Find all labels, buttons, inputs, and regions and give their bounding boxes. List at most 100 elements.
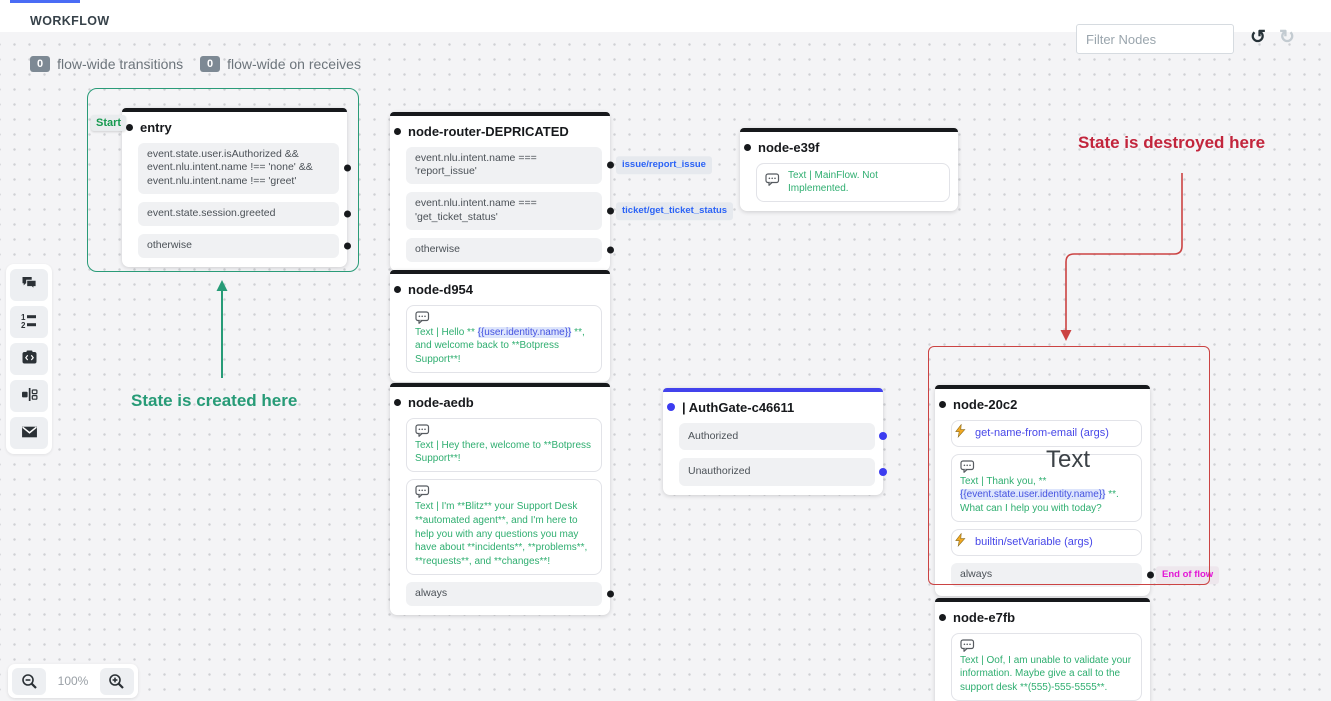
output-port[interactable] [879, 432, 887, 441]
condition-row[interactable]: otherwise [138, 234, 351, 259]
node-title: node-e39f [740, 132, 958, 161]
transition-tag: issue/report_issue [616, 156, 712, 175]
active-tab-indicator [10, 0, 80, 3]
variable-highlight: {{event.state.user.identity.name}} [960, 489, 1106, 501]
input-port[interactable] [939, 613, 946, 621]
node-title: node-20c2 [935, 389, 1150, 418]
output-port[interactable] [344, 210, 351, 218]
redo-icon[interactable]: ↻ [1274, 24, 1300, 52]
split-router-button[interactable] [10, 380, 48, 412]
svg-text:1: 1 [21, 313, 26, 322]
lightning-bolt-icon [954, 533, 966, 552]
input-port[interactable] [394, 398, 401, 406]
content-card[interactable]: Text | Thank you, ** {{event.state.user.… [951, 453, 1142, 523]
code-snippet-icon [21, 350, 38, 368]
content-card[interactable]: Text | MainFlow. Not Implemented. [756, 162, 950, 203]
output-port[interactable] [344, 164, 351, 172]
node-title: | AuthGate-c46611 [663, 392, 883, 421]
node-d954[interactable]: node-d954 Text | Hello ** {{user.identit… [390, 270, 610, 382]
node-authgate-c46611[interactable]: | AuthGate-c46611 Authorized Unauthorize… [663, 388, 887, 496]
content-card[interactable]: Text | I'm **Blitz** your Support Desk *… [406, 479, 602, 576]
node-20c2[interactable]: node-20c2 get-name-from-email (args) Tex… [935, 385, 1220, 597]
node-topbar [663, 388, 883, 392]
action-card[interactable]: builtin/setVariable (args) [951, 529, 1142, 557]
condition-row[interactable]: event.state.session.greeted [138, 202, 351, 227]
speech-bubble-icon [960, 638, 1133, 653]
node-title: entry [122, 112, 347, 141]
output-port[interactable] [607, 590, 614, 598]
undo-icon[interactable]: ↺ [1245, 24, 1271, 52]
condition-row[interactable]: otherwise [406, 238, 614, 263]
condition-row[interactable]: event.state.user.isAuthorized && event.n… [138, 142, 351, 195]
flow-wide-transitions-chip[interactable]: 0 flow-wide transitions [30, 56, 183, 72]
action-card[interactable]: get-name-from-email (args) [951, 419, 1142, 447]
intent-trigger-button[interactable] [10, 417, 48, 449]
flow-wide-onreceives-chip[interactable]: 0 flow-wide on receives [200, 56, 361, 72]
node-topbar [740, 128, 958, 132]
output-port[interactable] [607, 207, 614, 215]
node-router-depricated[interactable]: node-router-DEPRICATED event.nlu.intent.… [390, 112, 734, 272]
transition-tag: ticket/get_ticket_status [616, 202, 734, 221]
input-port[interactable] [394, 285, 401, 293]
content-card[interactable]: Text | Oof, I am unable to validate your… [951, 632, 1142, 701]
chat-bubbles-icon [21, 276, 38, 294]
condition-row[interactable]: event.nlu.intent.name === 'report_issue'… [406, 146, 712, 185]
speech-bubble-icon [765, 173, 780, 192]
speech-bubble-icon [415, 310, 593, 325]
node-entry[interactable]: Start entry event.state.user.isAuthorize… [91, 108, 351, 268]
node-title: node-aedb [390, 387, 610, 416]
node-e39f[interactable]: node-e39f Text | MainFlow. Not Implement… [740, 128, 958, 212]
zoom-controls: 100% [8, 664, 138, 698]
input-port[interactable] [126, 123, 133, 131]
filter-nodes-input[interactable] [1076, 24, 1234, 54]
node-aedb[interactable]: node-aedb Text | Hey there, welcome to *… [390, 383, 614, 616]
mail-icon [21, 425, 38, 442]
output-port[interactable] [607, 246, 614, 254]
say-something-button[interactable] [10, 269, 48, 301]
zoom-in-icon[interactable] [99, 667, 134, 695]
output-port[interactable] [1147, 571, 1154, 579]
end-of-flow-tag: End of flow [1156, 566, 1220, 585]
node-topbar [935, 385, 1150, 389]
input-port[interactable] [939, 400, 946, 408]
condition-row[interactable]: always [406, 582, 614, 607]
svg-text:2: 2 [21, 321, 26, 329]
split-router-icon [21, 387, 38, 405]
input-port[interactable] [744, 143, 751, 151]
zoom-out-icon[interactable] [12, 667, 46, 695]
node-topbar [122, 108, 347, 112]
execute-code-button[interactable] [10, 343, 48, 375]
node-title: node-e7fb [935, 602, 1150, 631]
onreceives-count-badge: 0 [200, 56, 221, 72]
start-badge: Start [91, 115, 127, 131]
node-title: node-d954 [390, 274, 610, 303]
node-topbar [390, 112, 610, 116]
output-port[interactable] [344, 242, 351, 250]
page-title: WORKFLOW [30, 14, 110, 28]
content-card[interactable]: Text | Hello ** {{user.identity.name}} *… [406, 304, 602, 373]
speech-bubble-icon [415, 485, 593, 499]
node-topbar [390, 270, 610, 274]
node-title: node-router-DEPRICATED [390, 116, 610, 145]
output-port[interactable] [607, 161, 614, 169]
speech-bubble-icon [960, 460, 1133, 474]
node-topbar [935, 598, 1150, 602]
output-port[interactable] [879, 468, 887, 477]
zoom-level: 100% [57, 674, 89, 688]
input-port[interactable] [667, 403, 675, 411]
node-topbar [390, 383, 610, 387]
variable-highlight: {{user.identity.name}} [477, 326, 572, 338]
speech-bubble-icon [415, 423, 593, 438]
onreceives-label: flow-wide on receives [227, 56, 361, 72]
input-port[interactable] [394, 127, 401, 135]
node-e7fb[interactable]: node-e7fb Text | Oof, I am unable to val… [935, 598, 1150, 701]
content-card[interactable]: Text | Hey there, welcome to **Botpress … [406, 417, 602, 473]
condition-row[interactable]: event.nlu.intent.name === 'get_ticket_st… [406, 192, 734, 231]
condition-row[interactable]: Authorized [679, 422, 887, 451]
condition-row[interactable]: Unauthorized [679, 458, 887, 487]
